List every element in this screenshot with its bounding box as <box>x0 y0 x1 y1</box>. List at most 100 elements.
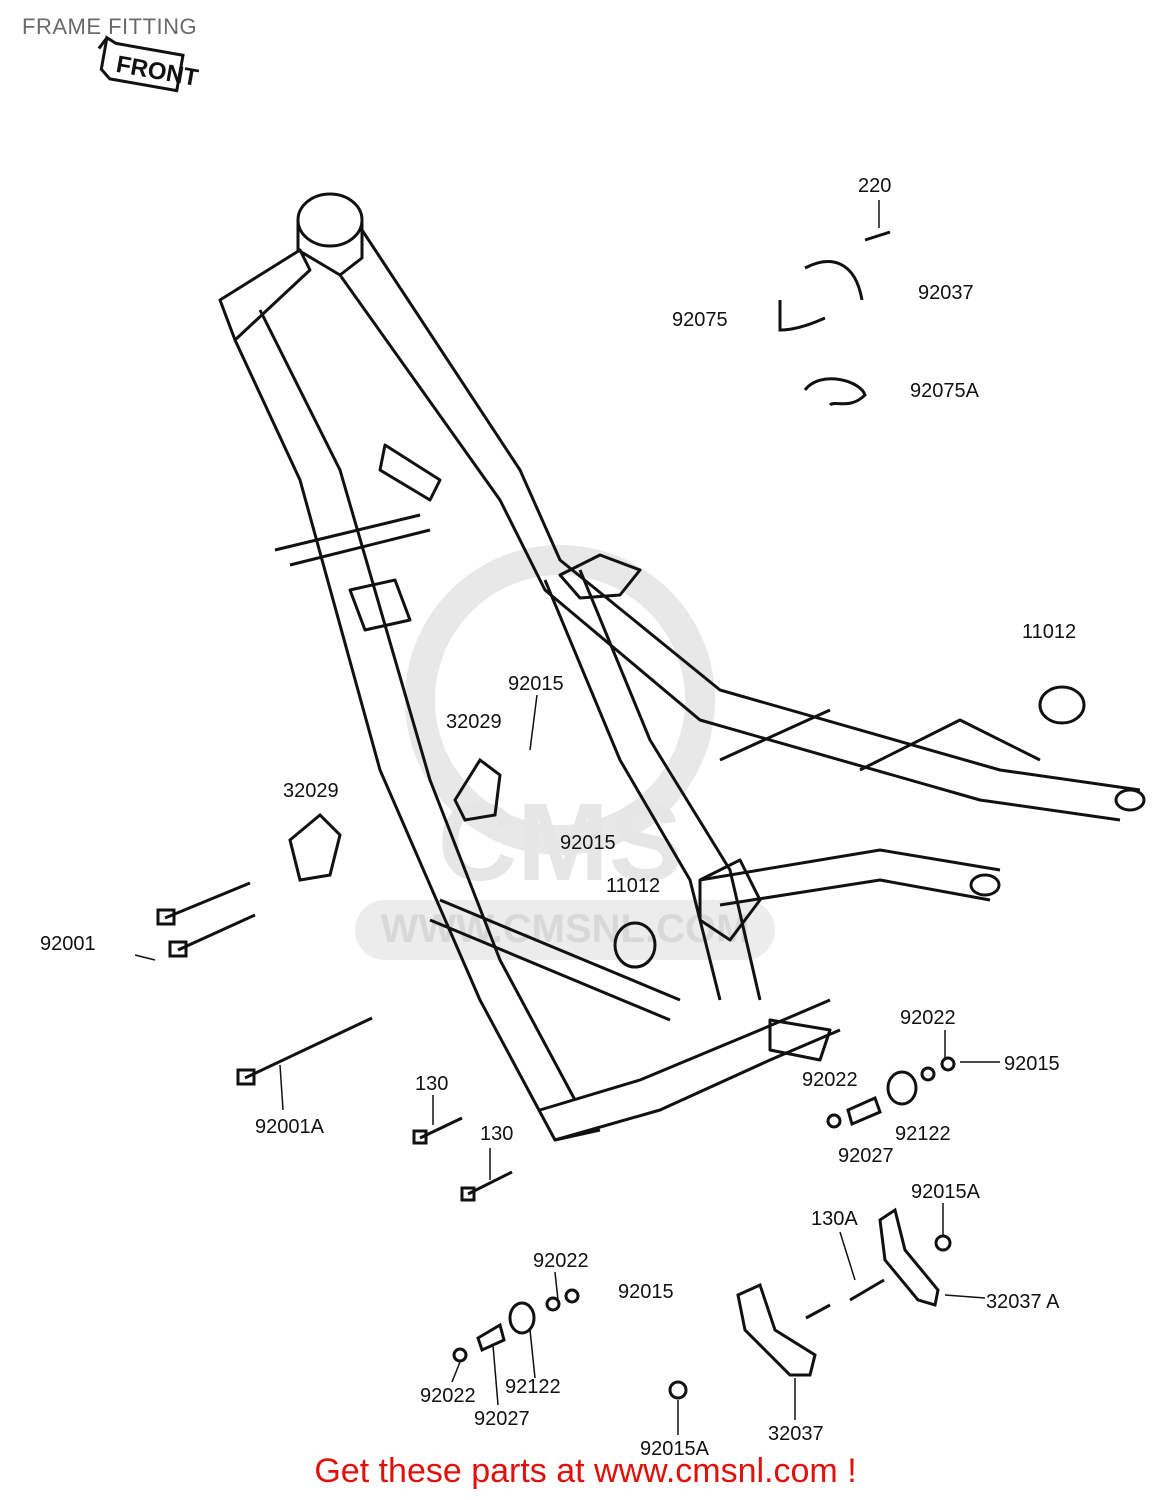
grommet-11012-mid <box>613 921 657 969</box>
top-tube-lower <box>338 274 1121 822</box>
collar-92027-a <box>846 1095 882 1127</box>
down-tube-rear <box>258 309 577 1101</box>
bolt-92001A-head <box>236 1068 256 1086</box>
top-tube-upper <box>360 229 1141 792</box>
front-arrow-tip <box>97 36 109 50</box>
label-92015A-a: 92015A <box>911 1181 981 1203</box>
label-92015-b: 92015 <box>560 832 616 854</box>
label-92001A: 92001A <box>255 1116 325 1138</box>
leader-92001A <box>279 1064 284 1111</box>
steering-head <box>296 192 364 248</box>
watermark-url-text: WWW.CMSNL.COM <box>381 907 750 951</box>
label-92015-a: 92015 <box>508 673 564 695</box>
rear-loop-end <box>1114 788 1146 812</box>
label-92015-d: 92015 <box>618 1281 674 1303</box>
watermark-url-bar <box>355 900 775 960</box>
engine-mount-tube-b <box>429 918 671 1022</box>
label-92027-b: 92027 <box>474 1408 530 1430</box>
washer-92022-b <box>826 1113 842 1129</box>
seat-rail-end <box>969 873 1001 897</box>
main-frame <box>218 192 1146 1142</box>
label-92015A-b: 92015A <box>640 1438 710 1460</box>
cross-member-mid <box>719 708 831 762</box>
label-92022-a: 92022 <box>900 1007 956 1029</box>
label-92022-b: 92022 <box>802 1069 858 1091</box>
label-92001: 92001 <box>40 933 96 955</box>
nut-92015A-a <box>934 1234 952 1252</box>
label-92015-c: 92015 <box>1004 1053 1060 1075</box>
label-32029-b: 32029 <box>283 780 339 802</box>
mount-plate-32029-mid <box>453 757 502 822</box>
clamp-92075A <box>803 377 867 407</box>
page-title: FRAME FITTING <box>22 14 198 39</box>
front-badge: FRONT <box>97 35 200 93</box>
clamp-92037 <box>804 260 864 301</box>
watermark-logo-text: CMS <box>438 781 682 904</box>
bushing-92122-a <box>886 1070 918 1106</box>
label-92037: 92037 <box>918 282 974 304</box>
bushing-92122-b <box>508 1301 536 1335</box>
bolt-130A-a <box>805 1303 831 1320</box>
leader-92122-b <box>529 1329 536 1379</box>
lower-cradle-upper <box>539 998 831 1112</box>
cross-tube-front <box>274 513 421 552</box>
label-92122-a: 92122 <box>895 1123 951 1145</box>
part-labels: 220 92037 92075 92075A 11012 92015 32029… <box>40 175 1076 1460</box>
rear-down-tube-b <box>578 569 762 1001</box>
label-130-b: 130 <box>480 1123 513 1145</box>
seat-rail <box>699 848 1001 882</box>
label-11012-mid: 11012 <box>606 875 660 897</box>
label-32037: 32037 <box>768 1423 824 1445</box>
collar-92027-b <box>476 1322 506 1353</box>
bolt-130-a-head <box>412 1129 428 1145</box>
label-92022-d: 92022 <box>420 1385 476 1407</box>
leader-92015-a <box>529 694 538 751</box>
leader-130A <box>839 1231 856 1281</box>
leader-92001 <box>134 954 156 961</box>
rear-down-tube-a <box>543 579 722 1001</box>
label-92022-c: 92022 <box>533 1250 589 1272</box>
clamp-parts <box>778 230 891 407</box>
grommet-11012-top <box>1038 685 1086 725</box>
label-92122-b: 92122 <box>505 1376 561 1398</box>
bolt-92001-b <box>177 913 256 952</box>
bolt-92001A <box>244 1016 373 1080</box>
mount-plate-32029-left <box>288 812 342 882</box>
label-32029-a: 32029 <box>446 711 502 733</box>
label-92075A: 92075A <box>910 380 980 402</box>
head-gusset <box>218 248 312 342</box>
bolts-92001 <box>156 881 373 1086</box>
front-arrow-shape <box>99 35 185 93</box>
leader-92027-b <box>492 1344 499 1406</box>
watermark: CMS WWW.CMSNL.COM <box>355 545 775 960</box>
label-32037A: 32037 A <box>986 1291 1060 1313</box>
engine-mount-tube <box>439 898 681 1002</box>
footer-link[interactable]: Get these parts at www.cmsnl.com ! <box>314 1452 857 1490</box>
cross-tube-front-b <box>289 528 431 567</box>
screw-220 <box>864 230 891 242</box>
leader-92022-c <box>554 1271 559 1301</box>
bolt-92001-b-head <box>168 940 188 958</box>
rear-engine-plate <box>698 858 762 942</box>
lower-cradle-lower <box>554 1028 841 1142</box>
upper-bracket <box>378 443 442 502</box>
washer-92022-d <box>452 1347 468 1363</box>
lower-mount-hardware <box>452 1234 952 1400</box>
label-11012-top: 11012 <box>1022 621 1076 643</box>
bolts-130 <box>412 1116 513 1202</box>
bracket-32037 <box>736 1282 817 1377</box>
mount-brackets-32037 <box>736 1207 940 1377</box>
nut-92015-c <box>940 1056 956 1072</box>
bolt-130-b-head <box>460 1186 476 1202</box>
washer-92022-a <box>920 1066 936 1082</box>
label-130-a: 130 <box>415 1073 448 1095</box>
leader-lines <box>134 200 1000 1435</box>
bolt-92001-a <box>164 881 251 920</box>
bolt-92001-a-head <box>156 908 176 926</box>
footrest-bracket <box>768 1018 832 1062</box>
leader-32037A <box>944 1294 986 1299</box>
bolt-130A-b <box>849 1278 885 1302</box>
seat-rail-lower <box>719 878 991 907</box>
tank-bracket <box>558 553 642 600</box>
